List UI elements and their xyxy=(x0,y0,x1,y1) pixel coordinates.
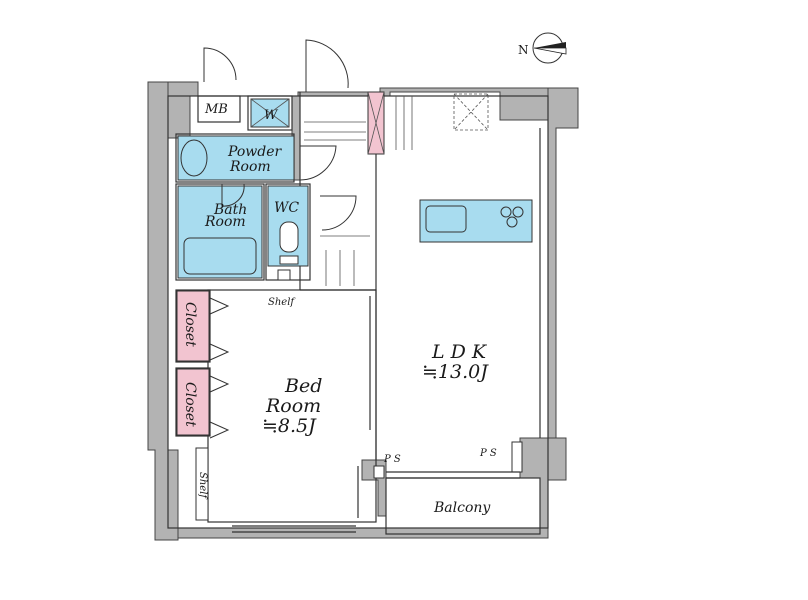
label-mb: MB xyxy=(204,102,228,117)
label-bed-line1: Bed xyxy=(284,375,322,397)
room-labels: MB W Powder Room Bath Room WC Shelf Clos… xyxy=(182,102,497,516)
label-powder-line1: Powder xyxy=(227,144,283,160)
compass-north-label: N xyxy=(518,43,529,57)
label-closet-upper: Closet xyxy=(182,302,198,347)
label-bed-line2: Room xyxy=(265,395,321,417)
label-w: W xyxy=(264,108,279,123)
label-bed-area: ≒8.5J xyxy=(262,415,317,437)
label-ldk-area: ≒13.0J xyxy=(422,361,489,383)
label-shelf-bed: Shelf xyxy=(197,472,208,500)
label-ldk: L D K xyxy=(431,341,488,363)
label-bath-line1: Bath xyxy=(213,202,247,218)
doors xyxy=(203,39,520,533)
label-closet-lower: Closet xyxy=(182,382,198,427)
label-ps-right: P S xyxy=(479,448,497,459)
label-ps-left: P S xyxy=(383,454,401,465)
label-wc: WC xyxy=(274,200,299,216)
label-powder-line2: Room xyxy=(229,159,271,175)
label-bath-line2: Room xyxy=(204,214,246,230)
label-balcony: Balcony xyxy=(433,500,491,516)
compass: N xyxy=(518,32,567,64)
fixtures xyxy=(176,91,533,521)
label-shelf-wc: Shelf xyxy=(268,297,296,308)
